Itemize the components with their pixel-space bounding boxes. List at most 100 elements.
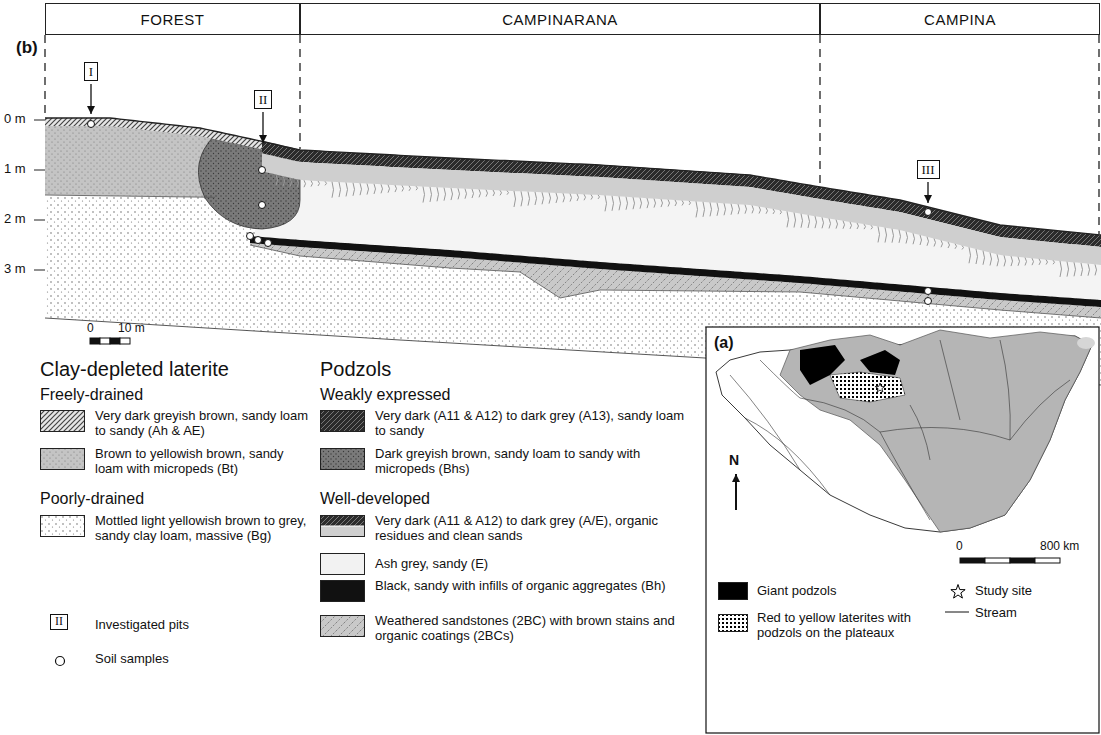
panel-letter: (b) — [16, 38, 38, 58]
tongue-stroke — [591, 195, 593, 200]
bt-bg-boundary — [45, 195, 215, 197]
tongue-stroke — [738, 204, 740, 214]
tongue-stroke — [556, 193, 558, 203]
tongue-stroke — [1011, 256, 1013, 266]
tongue-stroke — [486, 190, 488, 197]
2bc-base — [250, 245, 1101, 318]
tongue-stroke — [381, 184, 383, 193]
legend-text: Very dark (A11 & A12) to dark grey (A13)… — [375, 408, 695, 438]
zone-header: CAMPINA — [820, 3, 1100, 35]
tongue-stroke — [626, 197, 628, 210]
laterite-area — [830, 372, 905, 402]
tongue-stroke — [906, 232, 908, 244]
tongue-stroke — [570, 194, 572, 202]
legend-swatch — [718, 582, 748, 600]
tongue-stroke — [696, 201, 698, 217]
streams — [730, 340, 1070, 520]
legend-subheading: Well-developed — [320, 490, 430, 508]
tongue-stroke — [1060, 261, 1062, 277]
node-text: I — [89, 64, 93, 79]
tongue-stroke — [927, 237, 929, 246]
pit-box: III — [917, 160, 940, 179]
tongue-stroke — [850, 222, 852, 229]
tongue-stroke — [402, 185, 404, 191]
legend-swatch — [320, 553, 365, 575]
tongue-stroke — [745, 205, 747, 214]
tongue-stroke — [710, 202, 712, 216]
tongue-stroke — [416, 186, 418, 190]
legend-text: Stream — [975, 605, 1085, 620]
tongue-stroke — [542, 192, 544, 204]
tongue-stroke — [913, 233, 915, 244]
tongue-stroke — [997, 254, 999, 266]
tongue-stroke — [885, 228, 887, 243]
tongue-stroke — [1046, 260, 1048, 265]
legend-heading: Clay-depleted laterite — [40, 358, 229, 381]
tongue-stroke — [787, 211, 789, 227]
legend-symbol — [320, 515, 365, 537]
tongue-stroke — [682, 200, 684, 205]
tongue-stroke — [794, 213, 796, 228]
tongue-stroke — [878, 226, 880, 242]
tongue-stroke — [871, 225, 873, 229]
tongue-stroke — [332, 182, 334, 198]
tongue-stroke — [920, 235, 922, 245]
soil-samples — [88, 121, 932, 305]
depth-label: 0 m — [4, 112, 26, 127]
legend-text: Mottled light yellowish brown to grey, s… — [95, 513, 315, 543]
tongue-stroke — [276, 175, 278, 186]
tongue-stroke — [766, 208, 768, 214]
tongue-stroke — [892, 229, 894, 243]
legend-subheading: Freely-drained — [40, 386, 143, 404]
node-text: CAMPINARANA — [502, 11, 618, 28]
tongue-stroke — [1004, 255, 1006, 266]
tongue-stroke — [458, 188, 460, 199]
tongue-stroke — [941, 240, 943, 247]
north-label: N — [729, 452, 739, 468]
tongue-stroke — [619, 196, 621, 210]
tongue-stroke — [1074, 262, 1076, 276]
tongue-stroke — [521, 191, 523, 206]
scale-bar — [90, 338, 130, 344]
tongue-stroke — [304, 180, 306, 187]
tongue-stroke — [598, 195, 600, 199]
legend-text: Dark greyish brown, sandy loam to sandy … — [375, 446, 695, 476]
tongue-stroke — [829, 218, 831, 228]
tongue-stroke — [290, 178, 292, 187]
legend-symbol — [320, 448, 365, 470]
zone-header: FOREST — [45, 3, 300, 35]
tongue-stroke — [815, 216, 817, 228]
legend-subheading: Weakly expressed — [320, 386, 450, 404]
pit-arrows — [91, 84, 928, 203]
depth-label: 2 m — [4, 212, 26, 227]
legend-symbol — [40, 515, 85, 537]
tongue-stroke — [479, 189, 481, 197]
pit-box: I — [84, 62, 98, 81]
tongue-stroke — [311, 181, 313, 187]
tongue-stroke — [549, 193, 551, 204]
legend-symbol — [948, 582, 968, 600]
tongue-stroke — [731, 204, 733, 215]
tongue-stroke — [409, 186, 411, 191]
tongue-stroke — [395, 185, 397, 192]
tongue-stroke — [962, 246, 964, 250]
pit-box: II — [254, 90, 273, 109]
tongue-stroke — [388, 185, 390, 193]
tongue-stroke — [1032, 258, 1034, 265]
depth-label: 1 m — [4, 162, 26, 177]
tongue-stroke — [899, 230, 901, 243]
tongue-stroke — [808, 215, 810, 228]
legend-text: Ash grey, sandy (E) — [375, 556, 695, 571]
tongue-stroke — [612, 196, 614, 211]
north-arrow — [735, 474, 737, 510]
scale-label: 0 — [87, 322, 94, 336]
tongue-stroke — [423, 187, 425, 203]
tongue-stroke — [640, 198, 642, 209]
tongue-stroke — [969, 247, 971, 263]
ground-surface — [45, 118, 1101, 235]
tongue-stroke — [472, 189, 474, 198]
tongue-stroke — [465, 189, 467, 199]
tongue-stroke — [535, 192, 537, 205]
node-text: FOREST — [141, 11, 205, 28]
tongue-stroke — [633, 197, 635, 209]
